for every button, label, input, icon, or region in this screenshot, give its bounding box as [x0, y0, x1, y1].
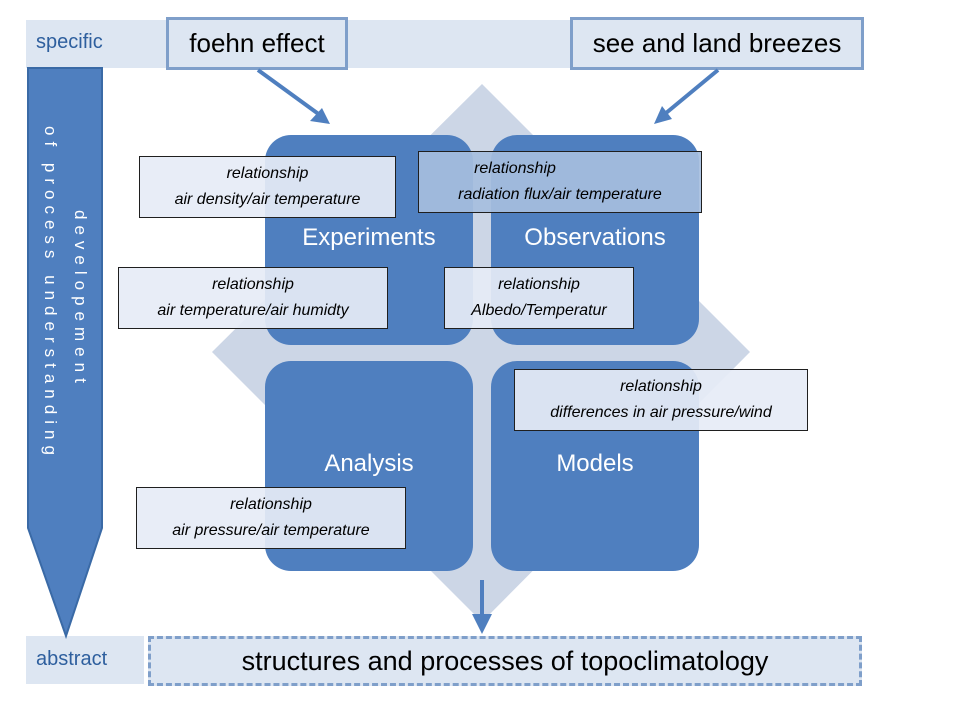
relationship-title: relationship	[498, 276, 580, 293]
relationship-title: relationship	[226, 165, 309, 182]
development-arrow-line1: developement	[71, 210, 90, 389]
relationship-box-air-pressure-temperature: relationship air pressure/air temperatur…	[136, 487, 406, 549]
abstract-band	[26, 636, 144, 684]
models-label: Models	[556, 450, 634, 477]
breezes-arrow	[658, 68, 720, 120]
foehn-arrow	[256, 68, 326, 120]
development-arrow-line2: of process understanding	[41, 126, 60, 461]
foehn-effect-box: foehn effect	[166, 17, 348, 70]
relationship-detail: differences in air pressure/wind	[550, 404, 772, 421]
relationship-box-air-pressure-wind: relationship differences in air pressure…	[514, 369, 808, 431]
relationship-detail: radiation flux/air temperature	[458, 186, 662, 203]
relationship-box-radiation-flux: relationship radiation flux/air temperat…	[418, 151, 702, 213]
analysis-label: Analysis	[324, 450, 414, 477]
relationship-detail: Albedo/Temperatur	[471, 302, 607, 319]
relationship-title: relationship	[212, 276, 294, 293]
sea-land-breezes-box: see and land breezes	[570, 17, 864, 70]
relationship-box-air-density: relationship air density/air temperature	[139, 156, 396, 218]
relationship-detail: air density/air temperature	[174, 191, 361, 208]
development-arrow-text: developement of process understanding	[34, 126, 96, 526]
experiments-label: Experiments	[302, 224, 436, 251]
abstract-label: abstract	[36, 648, 108, 670]
relationship-title: relationship	[230, 496, 312, 513]
relationship-title: relationship	[620, 378, 702, 395]
relationship-detail: air pressure/air temperature	[172, 522, 370, 539]
relationship-box-air-humidity: relationship air temperature/air humidty	[118, 267, 388, 329]
result-box: structures and processes of topoclimatol…	[148, 636, 862, 686]
observations-label: Observations	[524, 224, 666, 251]
relationship-box-albedo: relationship Albedo/Temperatur	[444, 267, 634, 329]
relationship-title: relationship	[474, 160, 556, 177]
relationship-detail: air temperature/air humidty	[157, 302, 349, 319]
specific-label: specific	[36, 31, 103, 53]
